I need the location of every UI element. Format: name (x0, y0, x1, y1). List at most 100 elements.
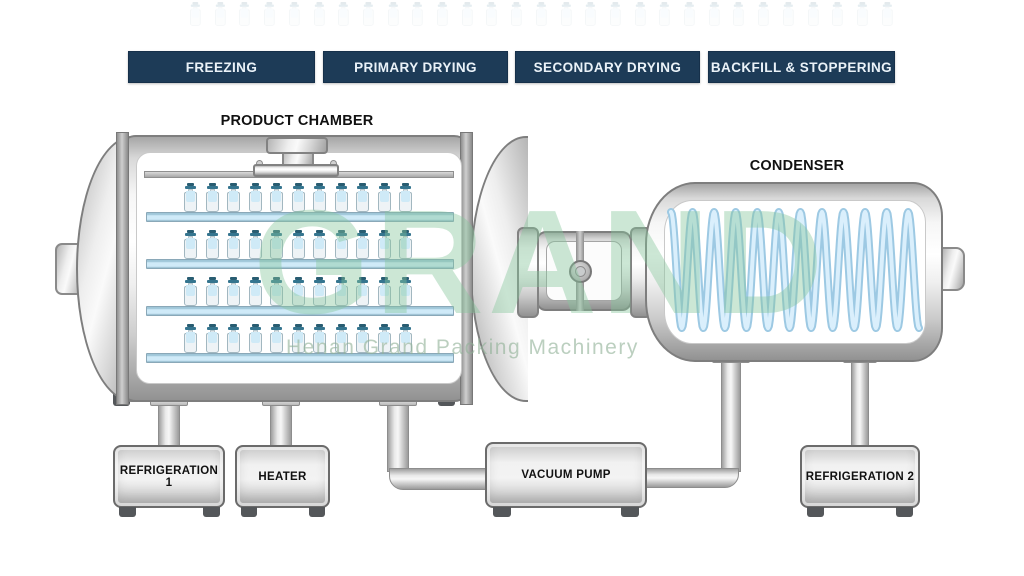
vial-cap (187, 183, 194, 186)
stage-backfill-stoppering-label: BACKFILL & STOPPERING (710, 59, 893, 75)
vial-cap (380, 324, 388, 327)
vial-cap (337, 230, 345, 233)
vial (356, 230, 369, 259)
vial (461, 2, 473, 26)
vial-body (313, 9, 325, 26)
vial-body (782, 9, 794, 26)
port-cap (266, 137, 328, 154)
vial-cap (834, 2, 841, 5)
vial-neck (761, 6, 766, 11)
vial (291, 230, 305, 259)
vial-ring (378, 233, 390, 236)
vial (377, 277, 391, 306)
vial (270, 183, 283, 212)
vial-liquid (339, 8, 348, 18)
vial-ring (400, 280, 411, 283)
vial (807, 2, 819, 26)
vial-cap (273, 230, 280, 233)
vial-cap (273, 183, 280, 186)
vial-cap (251, 324, 259, 327)
vial-liquid (250, 238, 260, 249)
vial-cap (266, 2, 273, 5)
top-vial-row (0, 0, 1024, 26)
vial-liquid (315, 238, 324, 249)
vial-liquid (379, 191, 389, 202)
vial-cap (390, 2, 396, 5)
vial-liquid (389, 8, 397, 18)
vial (291, 183, 305, 212)
vial-body (264, 9, 275, 26)
condenser-right-nub (941, 247, 965, 291)
vial-neck (489, 6, 494, 11)
vial-neck (217, 6, 223, 11)
vial-cap (402, 324, 409, 327)
vial-liquid (833, 8, 842, 18)
vial-liquid (250, 285, 260, 296)
vial-liquid (186, 332, 195, 343)
stage-primary-drying: PRIMARY DRYING (323, 51, 508, 83)
vial-ring (833, 4, 843, 7)
vial-ring (400, 233, 411, 236)
vial-body (758, 9, 769, 26)
vial-neck (563, 6, 568, 11)
vial-liquid (858, 8, 866, 18)
pipe-chamber-to-vacuum-vertical (387, 399, 409, 472)
vial (560, 2, 572, 26)
vial-ring (511, 4, 521, 7)
vial-ring (240, 4, 250, 7)
vial-body (486, 9, 498, 26)
vial-neck (637, 6, 642, 11)
vial (205, 230, 219, 259)
vial-liquid (265, 8, 274, 18)
vial-ring (413, 4, 423, 7)
vial-neck (415, 6, 420, 11)
vial-liquid (379, 332, 389, 343)
vial-neck (539, 6, 544, 11)
vial-body (659, 9, 670, 26)
vial-liquid (611, 8, 619, 18)
vial-cap (230, 277, 237, 280)
vial (356, 324, 369, 353)
vial-body (437, 9, 448, 26)
vial-cap (230, 230, 237, 233)
vial-neck (390, 6, 395, 11)
vial-liquid (207, 285, 217, 296)
vial (291, 277, 305, 306)
vial-ring (335, 280, 347, 283)
vial-body (511, 9, 522, 26)
vial (585, 2, 596, 26)
stage-backfill-stoppering: BACKFILL & STOPPERING (708, 51, 895, 83)
vial (399, 324, 412, 353)
vial (248, 230, 262, 259)
vial-cap (208, 183, 216, 186)
vial (227, 183, 240, 212)
vial-liquid (207, 238, 217, 249)
vial-ring (228, 233, 239, 236)
vial (205, 183, 219, 212)
vial-cap (294, 230, 302, 233)
vial (184, 183, 197, 212)
vial (511, 2, 522, 26)
refrigeration1-foot (119, 507, 136, 517)
vial-liquid (512, 8, 521, 18)
vial-liquid (186, 191, 195, 202)
vial (356, 277, 369, 306)
vial (708, 2, 720, 26)
vial-body (288, 9, 300, 26)
port-flange (253, 164, 339, 177)
duct-sight-glass-center (575, 266, 586, 277)
vial-ring (400, 327, 411, 330)
vial-ring (335, 233, 347, 236)
vial-ring (684, 4, 694, 7)
vial-ring (185, 233, 196, 236)
vial-cap (316, 324, 323, 327)
refrigeration2-box: REFRIGERATION 2 (800, 445, 920, 508)
vial-neck (316, 6, 321, 11)
refrigeration1-box: REFRIGERATION 1 (113, 445, 225, 508)
stage-primary-drying-label: PRIMARY DRYING (354, 59, 477, 75)
refrigeration1-label: REFRIGERATION 1 (119, 464, 219, 489)
vial-liquid (293, 191, 303, 202)
vial-ring (271, 280, 282, 283)
vial-body (585, 9, 596, 26)
vial-cap (291, 2, 297, 5)
